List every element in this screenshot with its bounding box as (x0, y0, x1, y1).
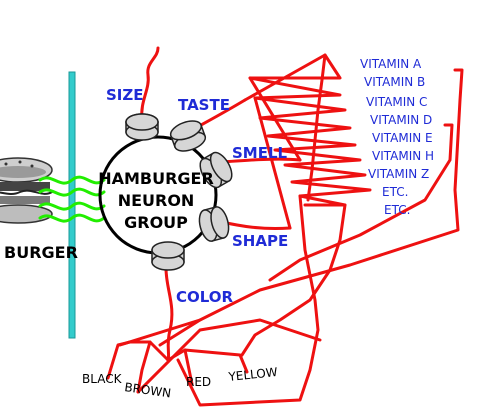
vitamin-label: VITAMIN Z (368, 167, 429, 181)
label-size: SIZE (106, 86, 144, 104)
vitamin-label: VITAMIN C (366, 95, 427, 109)
receptor-shape (198, 206, 230, 242)
receptors (125, 113, 233, 271)
burger-label: BURGER (4, 243, 78, 262)
color-label-red: RED (186, 375, 211, 389)
color-label-brown: BROWN (124, 380, 172, 400)
center-label-line2: NEURON (118, 191, 195, 210)
center-label-line1: HAMBURGER (98, 169, 214, 188)
label-shape: SHAPE (232, 232, 288, 250)
vitamin-list: VITAMIN A VITAMIN B VITAMIN C VITAMIN D … (360, 57, 434, 217)
burger-icon (0, 157, 53, 224)
receptor-color (151, 241, 185, 271)
color-list: BLACK BROWN RED YELLOW (82, 365, 278, 401)
vitamin-label: VITAMIN E (372, 131, 433, 145)
synapse-lines (38, 175, 106, 223)
color-label-yellow: YELLOW (227, 365, 278, 384)
label-color: COLOR (176, 288, 234, 306)
red-connections (106, 46, 464, 407)
receptor-smell (199, 151, 233, 189)
label-smell: SMELL (232, 144, 288, 162)
vitamin-label: VITAMIN H (372, 149, 434, 163)
vitamin-label: VITAMIN A (360, 57, 422, 71)
vitamin-label: VITAMIN D (370, 113, 432, 127)
receptor-taste (169, 120, 207, 152)
color-label-black: BLACK (82, 372, 123, 386)
label-taste: TASTE (178, 96, 230, 114)
receptor-size (125, 113, 159, 141)
vitamin-label: ETC. (382, 185, 408, 199)
vitamin-label: ETC. (384, 203, 410, 217)
vitamin-label: VITAMIN B (364, 75, 425, 89)
center-label-line3: GROUP (124, 213, 188, 232)
